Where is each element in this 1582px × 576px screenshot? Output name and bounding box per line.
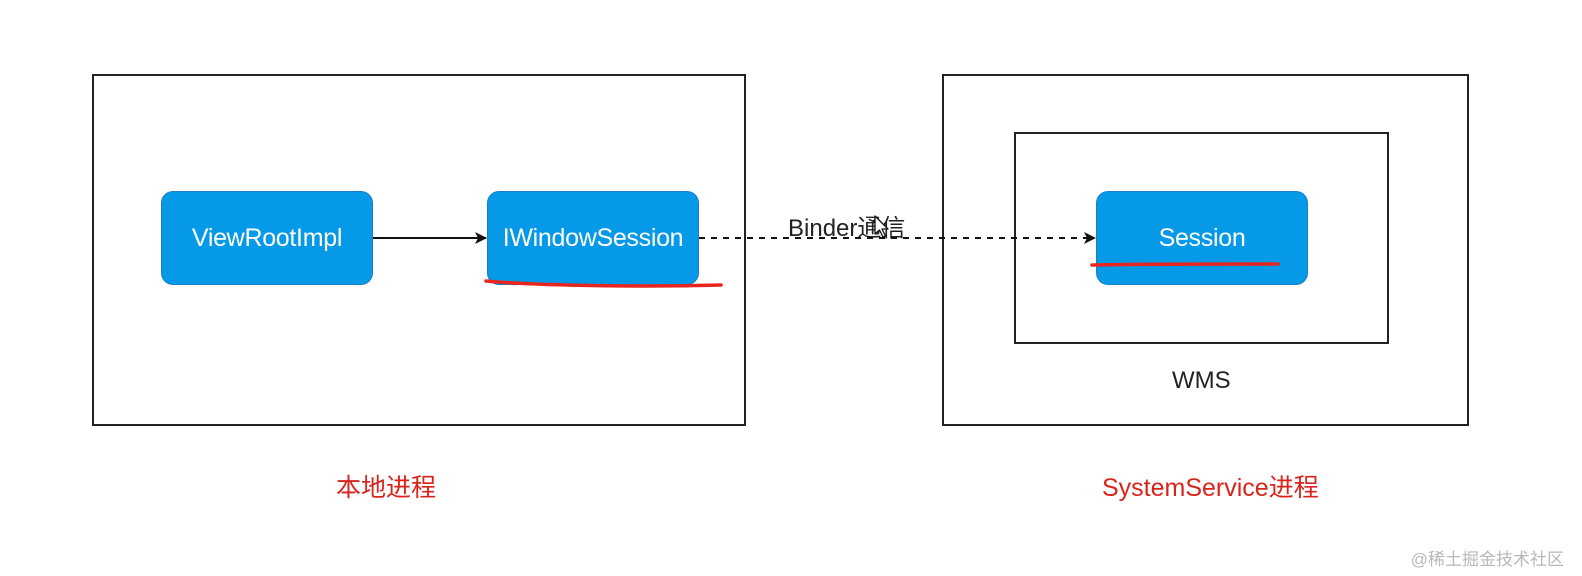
- viewrootimpl-node[interactable]: ViewRootImpl: [161, 191, 373, 285]
- session-node[interactable]: Session: [1096, 191, 1308, 285]
- iwindowsession-node[interactable]: IWindowSession: [487, 191, 699, 285]
- wms-label: WMS: [1172, 367, 1231, 394]
- viewrootimpl-label: ViewRootImpl: [191, 223, 343, 252]
- iwindowsession-underline: [484, 279, 723, 288]
- session-underline: [1090, 262, 1280, 267]
- local-process-caption: 本地进程: [336, 474, 437, 502]
- system-service-frame: [942, 74, 1469, 426]
- mouse-pointer-icon: [874, 215, 889, 238]
- system-service-process-caption: SystemService进程: [1102, 474, 1319, 502]
- session-label: Session: [1158, 223, 1246, 252]
- local-process-frame: [92, 74, 746, 426]
- iwindowsession-label: IWindowSession: [502, 223, 684, 252]
- watermark: @稀土掘金技术社区: [1410, 550, 1564, 569]
